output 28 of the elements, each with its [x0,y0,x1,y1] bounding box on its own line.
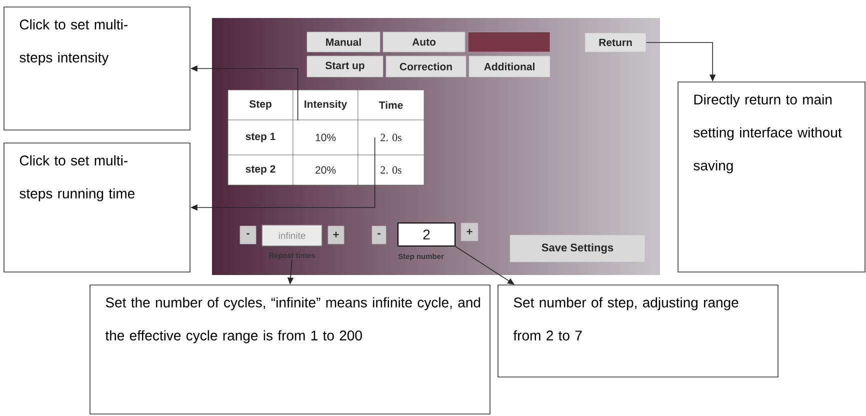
input-field: infinite [262,224,322,246]
stepper-button: - [240,226,256,244]
tab-button: Correction [386,56,466,78]
tab-button: Auto [382,32,466,52]
table-cell: 10% [292,120,358,156]
input-field: 2 [398,222,456,246]
callout-box: Click to set multi-steps running time [4,142,190,272]
save-button: Save Settings [510,234,646,262]
stepper-button: + [460,222,478,242]
tab-button: Additional [468,56,550,78]
return-button: Return [584,32,646,52]
callout-box: Directly return to main setting interface without saving [678,82,866,272]
stepper-button: - [372,226,386,244]
callout-box: Set number of step, adjusting range from 2 to 7 [498,284,778,378]
table-cell: Time [358,90,424,120]
table-cell: step 1 [228,120,294,156]
table-cell: 2. 0s [358,154,424,186]
tab-button: Start up [306,56,384,78]
table-cell: 20% [292,154,358,186]
callout-box: Click to set multi-steps intensity [4,6,190,130]
table-cell: step 2 [228,154,294,186]
table-cell: Intensity [292,90,358,120]
callout-box: Set the number of cycles, “infinite” means infinite cycle, and the effective cycle range is from 1 to 200 [90,284,490,414]
tab-button: Manual [306,32,380,52]
table-cell: Step [228,90,294,120]
stepper-button: + [328,226,344,244]
tab-button [468,32,550,52]
table-cell: 2. 0s [358,120,424,156]
